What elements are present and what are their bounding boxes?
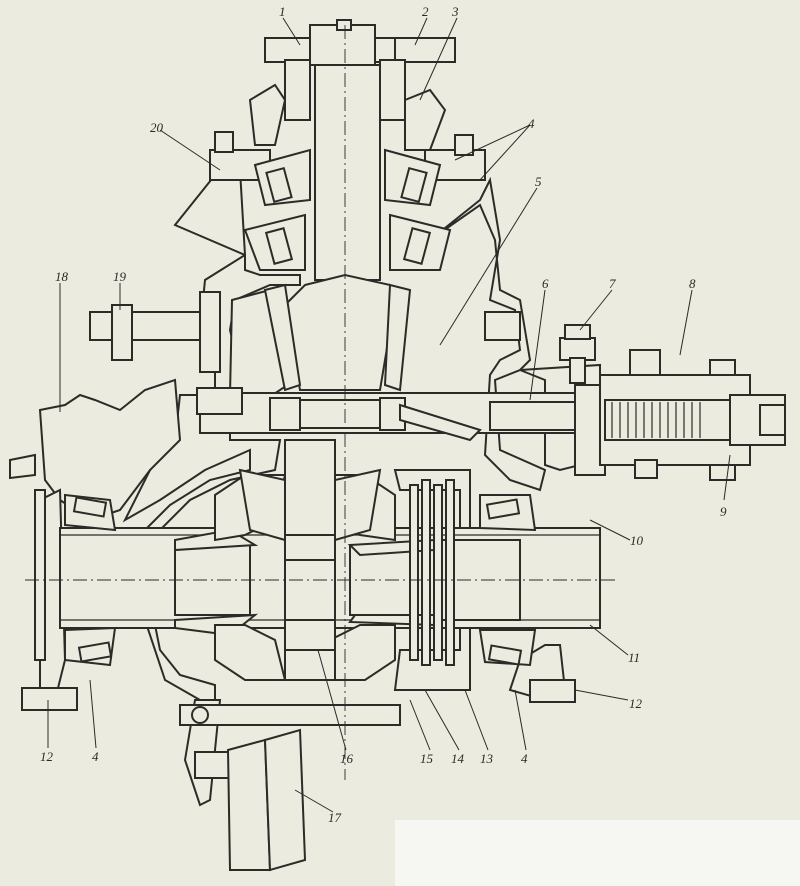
breather-valve bbox=[559, 324, 596, 384]
label-9: 9 bbox=[720, 504, 727, 519]
actuator-cylinder bbox=[599, 349, 786, 481]
label-1: 1 bbox=[279, 4, 286, 19]
label-12-right: 12 bbox=[629, 696, 643, 711]
label-6: 6 bbox=[542, 276, 549, 291]
label-8: 8 bbox=[689, 276, 696, 291]
label-10: 10 bbox=[630, 533, 644, 548]
label-11: 11 bbox=[628, 650, 640, 665]
shift-shaft-assembly bbox=[199, 384, 606, 476]
callout-labels: 1 2 3 4 5 6 7 8 9 10 11 12 18 19 20 12 4… bbox=[40, 4, 727, 825]
label-20: 20 bbox=[150, 120, 164, 135]
side-bearings bbox=[64, 493, 537, 667]
label-4-right: 4 bbox=[521, 751, 528, 766]
label-3: 3 bbox=[451, 4, 459, 19]
drive-pinion-gear bbox=[228, 273, 412, 422]
label-19: 19 bbox=[113, 269, 127, 284]
label-16: 16 bbox=[340, 751, 354, 766]
label-4-top: 4 bbox=[528, 116, 535, 131]
label-13: 13 bbox=[480, 751, 494, 766]
pinion-bearings bbox=[243, 148, 452, 271]
label-18: 18 bbox=[55, 269, 69, 284]
label-12-left: 12 bbox=[40, 749, 54, 764]
label-4-left: 4 bbox=[92, 749, 99, 764]
adjusting-bolt bbox=[89, 291, 521, 415]
leader-lines bbox=[47, 17, 731, 813]
blank-region bbox=[395, 820, 800, 886]
label-14: 14 bbox=[451, 751, 465, 766]
left-cover bbox=[9, 453, 576, 711]
label-15: 15 bbox=[420, 751, 434, 766]
label-17: 17 bbox=[328, 810, 342, 825]
top-flange-assembly bbox=[209, 19, 486, 281]
label-2: 2 bbox=[422, 4, 429, 19]
label-5: 5 bbox=[535, 174, 542, 189]
label-7: 7 bbox=[609, 276, 616, 291]
clutch-plates bbox=[409, 479, 455, 666]
